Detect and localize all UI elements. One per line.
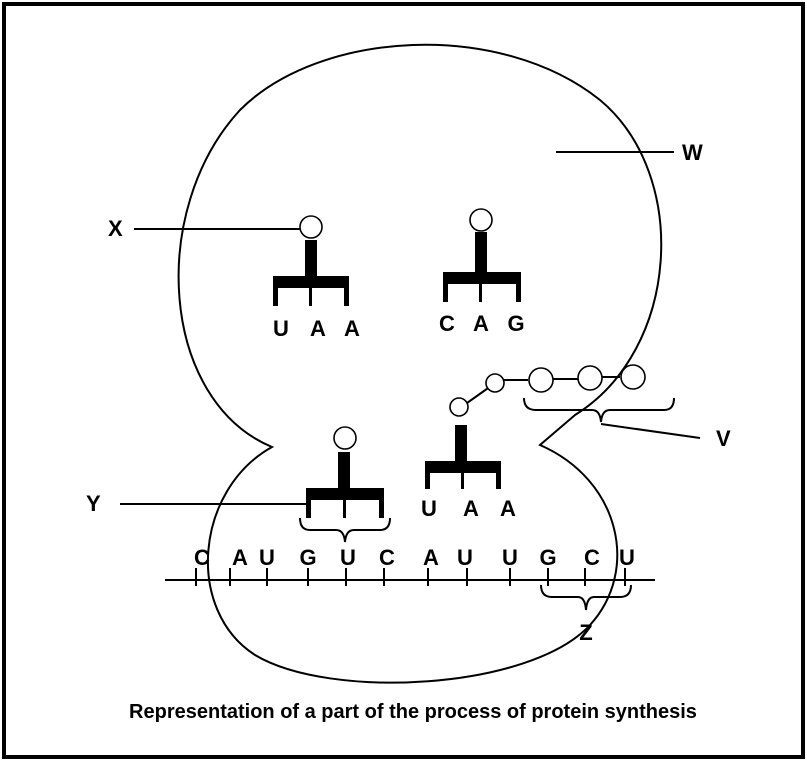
trna-leg — [306, 492, 311, 518]
trna-leg — [379, 492, 384, 518]
anticodon-base: U — [273, 316, 289, 341]
anticodon-base: G — [507, 311, 524, 336]
label-w: W — [682, 140, 703, 165]
ribosome-outline — [177, 43, 663, 684]
mrna-base: A — [232, 545, 248, 570]
trna-stem — [305, 240, 317, 280]
mrna-base: U — [259, 545, 275, 570]
anticodon-base: A — [310, 316, 326, 341]
label-x: X — [108, 216, 123, 241]
trna-bottom-right: U A A — [421, 425, 516, 521]
anticodon-base: A — [463, 496, 479, 521]
mrna-base: U — [340, 545, 356, 570]
mrna-base: U — [619, 545, 635, 570]
anticodon-base: A — [344, 316, 360, 341]
mrna-base: C — [194, 545, 210, 570]
brace-z — [540, 584, 632, 611]
polypeptide-chain — [449, 364, 646, 417]
trna-leg — [343, 492, 346, 518]
trna-stem — [455, 425, 467, 465]
mrna-base: G — [539, 545, 556, 570]
trna-top-right: C A G — [439, 208, 525, 336]
trna-leg — [516, 276, 521, 302]
amino-acid-circle — [299, 215, 323, 239]
mrna-base: G — [299, 545, 316, 570]
trna-top-left: U A A — [273, 215, 360, 341]
figure-caption: Representation of a part of the process … — [129, 701, 697, 723]
amino-acid-circle — [620, 364, 646, 390]
trna-leg — [425, 465, 430, 489]
trna-leg — [344, 280, 349, 306]
trna-leg — [273, 280, 278, 306]
peptide-bond — [466, 385, 492, 404]
mrna-base: U — [457, 545, 473, 570]
anticodon-base: A — [473, 311, 489, 336]
mrna-base: C — [584, 545, 600, 570]
trna-leg — [496, 465, 501, 489]
label-z: Z — [579, 620, 592, 645]
mrna-base: U — [502, 545, 518, 570]
amino-acid-circle — [577, 365, 603, 391]
trna-leg — [443, 276, 448, 302]
brace-anticodon — [299, 517, 391, 543]
amino-acid-circle — [449, 397, 469, 417]
amino-acid-circle — [469, 208, 493, 232]
anticodon-base: U — [421, 496, 437, 521]
amino-acid-circle — [333, 426, 357, 450]
mrna-base: C — [379, 545, 395, 570]
amino-acid-circle — [485, 373, 505, 393]
mrna-base: A — [423, 545, 439, 570]
trna-leg — [461, 465, 464, 489]
trna-leg — [309, 280, 312, 306]
label-v: V — [716, 426, 731, 451]
trna-leg — [479, 276, 482, 302]
label-y: Y — [86, 491, 101, 516]
trna-stem — [475, 232, 487, 276]
mrna-strand: C A U G U C A U U G C U — [165, 545, 655, 586]
v-leader-line — [600, 423, 701, 439]
amino-acid-circle — [528, 367, 554, 393]
anticodon-base: C — [439, 311, 455, 336]
anticodon-base: A — [500, 496, 516, 521]
brace-v — [523, 397, 675, 423]
trna-bottom-left — [306, 426, 384, 518]
trna-stem — [338, 452, 350, 492]
